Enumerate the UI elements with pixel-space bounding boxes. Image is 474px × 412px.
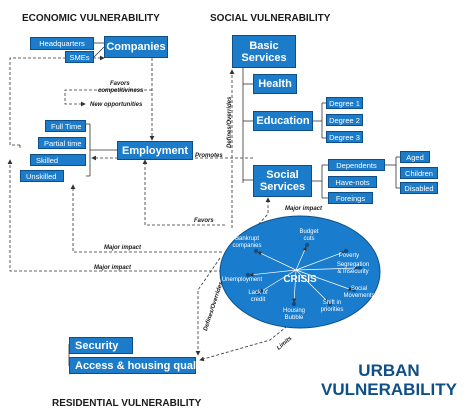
urban-vulnerability-title: URBAN VULNERABILITY: [321, 361, 457, 399]
new-opportunities-label: New opportunities: [90, 102, 143, 108]
unskilled-box: Unskilled: [20, 170, 64, 182]
health-box: Health: [253, 74, 297, 94]
favors-link: [142, 159, 225, 226]
crisis-unemployment: Unemployment: [221, 277, 263, 283]
major-impact-2-label: Major impact: [94, 265, 132, 271]
degree-1-box: Degree 1: [326, 97, 363, 109]
defines-overrides-bottom-link: [195, 257, 221, 356]
security-box: Security: [69, 337, 133, 354]
crisis-node-social-movements: [351, 287, 357, 293]
residential-vulnerability-title: RESIDENTIAL VULNERABILITY: [52, 398, 202, 409]
social-services-box: Social Services: [253, 165, 312, 197]
crisis-node-unemployment: [245, 272, 251, 278]
major-impact-1-label: Major impact: [104, 245, 142, 251]
access-housing-quality-box: Access & housing quality: [69, 357, 209, 374]
children-box: Children: [400, 167, 438, 179]
favors-competitiviness-label: Favors competitiviness: [98, 81, 144, 94]
education-box: Education: [253, 111, 313, 131]
employment-box: Employment: [117, 141, 193, 160]
favors-competitiviness-link: [64, 89, 152, 107]
have-nots-box: Have-nots: [328, 176, 377, 188]
crisis-node-housing: [291, 301, 297, 307]
crisis-node-segregation: [357, 265, 363, 271]
crisis-poverty: Poverty: [338, 253, 360, 259]
dependents-box: Dependents: [328, 159, 385, 171]
smes-box: SMEs: [65, 51, 94, 63]
smes-companies-line: [93, 46, 105, 58]
companies-box: Companies: [104, 36, 168, 58]
crisis-node-poverty: [343, 248, 349, 254]
aged-box: Aged: [400, 151, 430, 163]
foreings-box: Foreings: [328, 192, 373, 204]
economic-vulnerability-title: ECONOMIC VULNERABILITY: [22, 13, 160, 24]
major-impact-top-label: Major impact: [285, 206, 323, 212]
partial-time-box: Partial time: [38, 137, 86, 149]
degree-2-box: Degree 2: [326, 114, 363, 126]
major-impact-2-link: [7, 159, 222, 272]
full-time-box: Full Time: [45, 120, 86, 132]
crisis-node-shift: [327, 301, 333, 307]
crisis-title: CRISIS: [283, 274, 317, 285]
social-vulnerability-title: SOCIAL VULNERABILITY: [210, 13, 331, 24]
favors-label: Favors: [194, 218, 214, 224]
crisis-node-bankrupt: [253, 248, 259, 254]
crisis-node-budget: [304, 242, 310, 248]
basic-services-box: Basic Services: [232, 35, 296, 68]
left-loop-link: [9, 55, 105, 146]
headquarters-box: Headquarters: [30, 37, 94, 50]
promotes-label: Promotes: [195, 153, 223, 159]
crisis-ellipse: [219, 215, 381, 329]
degree-3-box: Degree 3: [326, 131, 363, 143]
skilled-box: Skilled: [30, 154, 86, 166]
defines-overrides-top-label: Defines/Overrides: [227, 96, 233, 148]
crisis-node-lack-credit: [255, 290, 261, 296]
disabled-box: Disabled: [400, 182, 438, 194]
crisis-segregation-insecurity: Segregation& Insecurity: [336, 262, 370, 275]
